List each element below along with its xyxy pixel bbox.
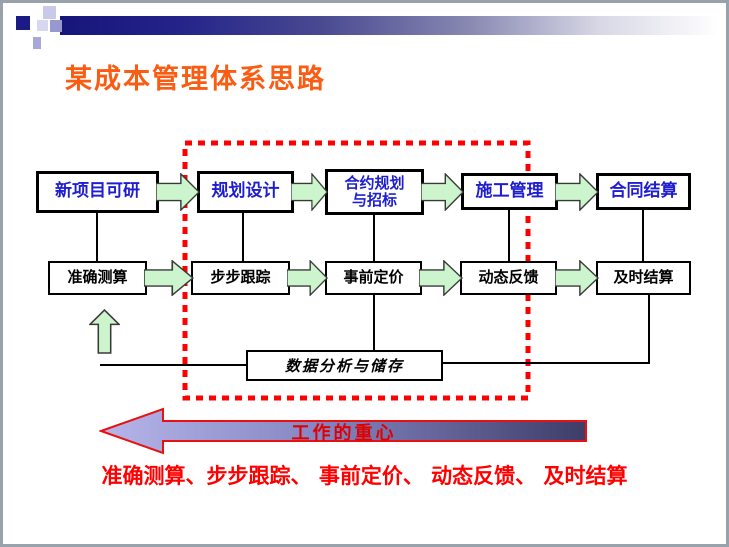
flow-box-step-tracking: 步步跟踪 (191, 261, 290, 295)
emphasis-text: 准确测算、步步跟踪、 事前定价、 动态反馈、 及时结算 (101, 464, 628, 488)
right-arrow-icon (555, 173, 599, 211)
connector-v (96, 213, 98, 261)
connector-v (648, 295, 650, 363)
flow-box-data-storage: 数据分析与储存 (246, 350, 443, 381)
focus-left-arrow (99, 407, 587, 455)
flow-box-advance-pricing: 事前定价 (325, 261, 422, 295)
flow-box-feasibility: 新项目可研 (36, 171, 159, 213)
flow-box-label: 及时结算 (613, 268, 674, 287)
flow-box-contract-bidding: 合约规划 与招标 (325, 169, 424, 215)
right-arrow-icon (291, 173, 328, 211)
flow-box-label: 规划设计 (211, 181, 280, 202)
flow-box-label: 步步跟踪 (210, 268, 271, 287)
flow-box-label: 施工管理 (475, 180, 544, 201)
deco-square-small (33, 37, 41, 49)
right-arrow-icon (144, 260, 194, 296)
up-arrow-icon (89, 309, 120, 354)
flow-box-label: 数据分析与储存 (284, 357, 404, 375)
flow-box-label: 与招标 (351, 191, 397, 209)
connector-v (373, 295, 375, 350)
flow-box-dynamic-feedback: 动态反馈 (460, 261, 557, 295)
right-arrow-icon (287, 260, 328, 296)
slide-title: 某成本管理体系思路 (65, 64, 326, 95)
right-arrow-icon (555, 260, 599, 296)
deco-square-navy (16, 16, 30, 30)
connector-v (373, 215, 375, 261)
flow-box-label: 合同结算 (609, 180, 678, 201)
focus-arrow-label: 工作的重心 (291, 423, 397, 444)
flow-box-label: 新项目可研 (55, 181, 140, 202)
flow-box-label: 动态反馈 (478, 268, 539, 287)
flow-box-contract-settlement: 合同结算 (596, 173, 691, 210)
deco-square-pale-mid (37, 20, 48, 31)
flow-box-label: 准确测算 (67, 268, 128, 287)
connector-h (100, 364, 246, 366)
connector-v (508, 210, 510, 261)
right-arrow-icon (419, 260, 463, 296)
flow-box-label: 事前定价 (343, 268, 404, 287)
connector-v (642, 210, 644, 261)
deco-square-pale-top (43, 6, 56, 19)
right-arrow-icon (156, 173, 200, 211)
flow-box-label: 合约规划 (344, 173, 405, 192)
flow-box-planning-design: 规划设计 (197, 171, 294, 213)
header-gradient-bar (60, 16, 719, 35)
deco-square-medium (50, 20, 62, 32)
connector-h (443, 362, 650, 364)
connector-v (242, 213, 244, 261)
flow-box-timely-settlement: 及时结算 (596, 261, 691, 295)
flow-box-construction-mgmt: 施工管理 (461, 173, 558, 210)
right-arrow-icon (421, 173, 464, 211)
flow-box-accurate-estimate: 准确测算 (48, 261, 147, 295)
